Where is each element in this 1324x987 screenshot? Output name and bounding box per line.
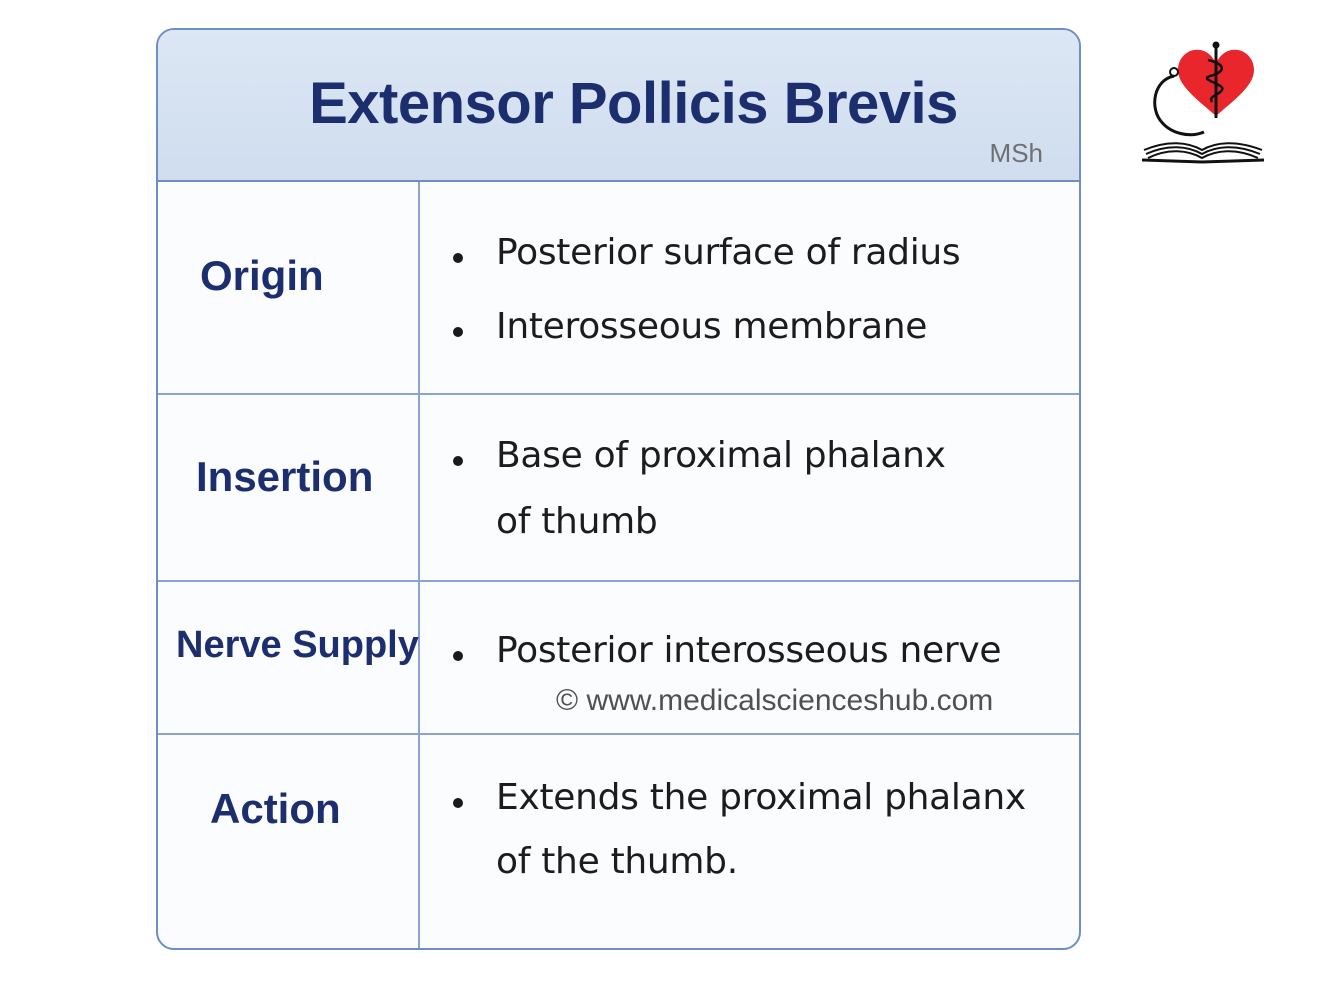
- table-row-nerve-supply: Nerve Supply Posterior interosseous nerv…: [158, 582, 1079, 735]
- row-label-cell: Origin: [158, 182, 420, 393]
- bullet-icon: [453, 327, 463, 337]
- row-label-cell: Insertion: [158, 395, 420, 580]
- row-text: Posterior surface of radius: [496, 232, 961, 273]
- row-label-cell: Nerve Supply: [158, 582, 420, 733]
- row-text: Interosseous membrane: [496, 306, 928, 347]
- table-row-insertion: Insertion Base of proximal phalanx of th…: [158, 395, 1079, 582]
- row-label-nerve-supply: Nerve Supply: [176, 624, 419, 666]
- table-header: Extensor Pollicis Brevis MSh: [158, 30, 1079, 182]
- row-text: Extends the proximal phalanx: [496, 777, 1026, 818]
- table-row-action: Action Extends the proximal phalanx of t…: [158, 735, 1079, 948]
- row-text: Posterior interosseous nerve: [496, 630, 1002, 671]
- row-text: Base of proximal phalanx: [496, 435, 946, 476]
- bullet-icon: [453, 651, 463, 661]
- row-label-action: Action: [210, 785, 341, 832]
- info-table: Extensor Pollicis Brevis MSh Origin Post…: [156, 28, 1081, 950]
- bullet-icon: [453, 456, 463, 466]
- page-title: Extensor Pollicis Brevis: [309, 71, 958, 136]
- row-text: of thumb: [496, 501, 658, 542]
- row-label-insertion: Insertion: [196, 453, 374, 500]
- copyright-watermark: © www.medicalscienceshub.com: [556, 684, 994, 717]
- row-label-origin: Origin: [200, 252, 324, 299]
- author-badge: MSh: [989, 138, 1043, 168]
- table-row-origin: Origin Posterior surface of radius Inter…: [158, 182, 1079, 395]
- bullet-icon: [453, 798, 463, 808]
- bullet-icon: [453, 253, 463, 263]
- row-text: of the thumb.: [496, 841, 738, 882]
- heart-stethoscope-book-logo-icon: [1141, 41, 1265, 164]
- row-label-cell: Action: [158, 735, 420, 948]
